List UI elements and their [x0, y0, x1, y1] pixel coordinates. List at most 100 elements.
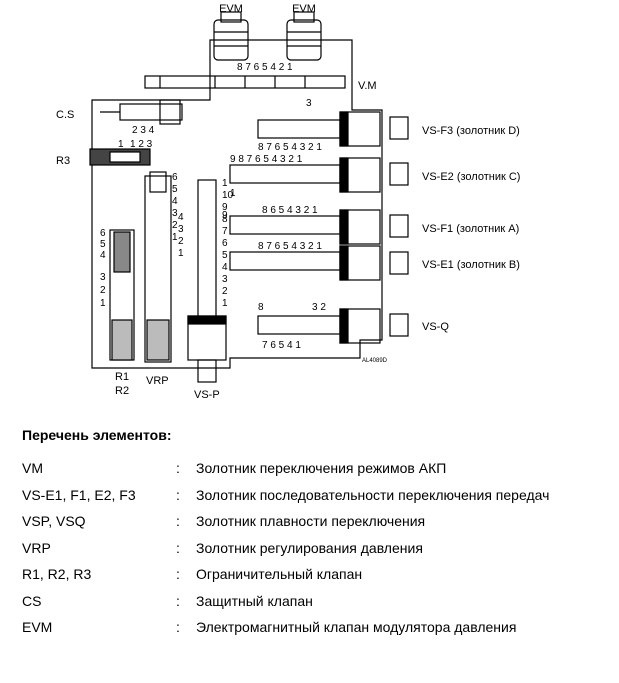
vse2-port-1: 1 — [230, 188, 236, 199]
vsp-stack-number-7: 4 — [222, 262, 228, 273]
cs-port-numbers: 2 3 4 — [132, 125, 155, 136]
legend-description: Ограничительный клапан — [196, 566, 363, 583]
vrp-valve — [144, 171, 172, 363]
legend-separator: : — [176, 566, 180, 583]
legend-separator: : — [176, 460, 180, 477]
legend-description: Золотник переключения режимов АКП — [196, 460, 447, 477]
legend-row: EVM: Электромагнитный клапан модулятора д… — [22, 614, 612, 641]
vrp-stack-number-0: 6 — [172, 172, 178, 183]
r3-label: R3 — [56, 155, 70, 167]
vse2-spool — [229, 157, 409, 193]
r-stack-lower-number-1: 2 — [100, 285, 106, 296]
vsq-label: VS-Q — [422, 321, 449, 333]
r3-port-numbers: 1 2 3 — [130, 139, 153, 150]
legend-abbr: VS-E1, F1, E2, F3 — [22, 486, 136, 503]
r1-r2-valve — [109, 229, 135, 361]
r-stack-lower-numbers: 3 2 1 — [100, 272, 106, 309]
cs-valve — [100, 99, 183, 125]
vsf1-port-9: 9 — [222, 210, 228, 221]
vrp-stack-number-4: 2 — [172, 220, 178, 231]
valve-body-diagram: EVM EVM V.M C.S R3 R1 R2 VRP VS-P VS-F3 … — [56, 3, 520, 401]
vrp-side-number-2: 2 — [178, 236, 184, 247]
vse2-port-numbers: 9 8 7 6 5 4 3 2 1 — [230, 154, 303, 165]
r-stack-upper-number-0: 6 — [100, 228, 106, 239]
r-stack-lower-number-0: 3 — [100, 272, 106, 283]
vsf1-spool — [229, 209, 409, 245]
legend-description: Золотник последовательности переключения… — [196, 486, 550, 503]
r-stack-upper-numbers: 654 — [100, 228, 106, 261]
legend-abbr: VRP — [22, 539, 51, 556]
vse1-label: VS-E1 (золотник B) — [422, 259, 520, 271]
evm-left-label: EVM — [219, 3, 243, 15]
legend-separator: : — [176, 619, 180, 636]
legend-description: Золотник регулирования давления — [196, 539, 423, 556]
vsq-spool — [257, 308, 409, 344]
vm-spool — [144, 75, 346, 89]
legend-row: VSP, VSQ:Золотник плавности переключения — [22, 508, 612, 535]
cs-port-1: 1 — [118, 139, 124, 150]
vm-port-3: 3 — [306, 98, 312, 109]
vsf3-label: VS-F3 (золотник D) — [422, 125, 520, 137]
legend-row: CS:Защитный клапан — [22, 588, 612, 615]
r3-valve — [89, 148, 151, 166]
vse1-port-numbers: 8 7 6 5 4 3 2 1 — [258, 241, 322, 252]
list-title: Перечень элементов: — [22, 427, 172, 443]
vse1-spool — [229, 245, 409, 281]
r-stack-upper-number-2: 4 — [100, 250, 106, 261]
legend-abbr: R1, R2, R3 — [22, 566, 92, 583]
drawing-code: AL4089D — [362, 358, 388, 364]
legend-description: Золотник плавности переключения — [196, 513, 426, 530]
vsp-stack-number-1: 10 — [222, 190, 234, 201]
vrp-side-number-1: 3 — [178, 224, 184, 235]
legend-separator: : — [176, 486, 180, 503]
vsq-port-3-2: 3 2 — [312, 302, 326, 313]
legend-description: Электромагнитный клапан модулятора давле… — [196, 619, 517, 636]
vsq-port-8: 8 — [258, 302, 264, 313]
valve-body-outline — [91, 39, 383, 369]
vsq-port-numbers: 7 6 5 4 1 — [262, 340, 301, 351]
evm-right-solenoid — [286, 11, 322, 61]
vsp-stack-number-5: 6 — [222, 238, 228, 249]
legend-separator: : — [176, 539, 180, 556]
vrp-stack-number-2: 4 — [172, 196, 178, 207]
legend-abbr: CS — [22, 592, 42, 609]
vsf3-spool — [257, 111, 409, 147]
vrp-side-number-0: 4 — [178, 212, 184, 223]
cs-label: C.S — [56, 109, 74, 121]
legend-abbr: VM — [22, 460, 43, 477]
vsp-label: VS-P — [194, 389, 220, 401]
legend-abbr: VSP, VSQ — [22, 513, 86, 530]
vsp-stack-number-6: 5 — [222, 250, 228, 261]
legend-row: VRP: Золотник регулирования давления — [22, 535, 612, 562]
vsp-stack-number-9: 2 — [222, 286, 228, 297]
vm-label: V.M — [358, 80, 377, 92]
legend-separator: : — [176, 592, 180, 609]
vrp-stack-number-3: 3 — [172, 208, 178, 219]
vsp-stack-number-2: 9 — [222, 202, 228, 213]
vrp-stack-number-1: 5 — [172, 184, 178, 195]
r1-label: R1 — [115, 371, 129, 383]
vse2-label: VS-E2 (золотник C) — [422, 171, 520, 183]
vsf1-label: VS-F1 (золотник A) — [422, 223, 519, 235]
vrp-label: VRP — [146, 375, 169, 387]
legend-abbr: EVM — [22, 619, 53, 636]
vm-port-numbers: 8 7 6 5 4 2 1 — [237, 62, 293, 73]
legend-row: R1, R2, R3: Ограничительный клапан — [22, 561, 612, 588]
vrp-side-number-3: 1 — [178, 248, 184, 259]
vsf3-port-numbers: 8 7 6 5 4 3 2 1 — [258, 142, 322, 153]
r-stack-lower-number-2: 1 — [100, 298, 106, 309]
vsp-valve — [187, 179, 227, 383]
vsp-stack-number-0: 1 — [222, 178, 228, 189]
evm-right-label: EVM — [292, 3, 316, 15]
vsp-stack-number-3: 8 — [222, 214, 228, 225]
evm-left-solenoid — [213, 11, 249, 61]
r2-label: R2 — [115, 385, 129, 397]
legend-row: VS-E1, F1, E2, F3: Золотник последователь… — [22, 482, 612, 509]
legend-table: VM: Золотник переключения режимов АКП VS-E… — [22, 455, 612, 641]
vrp-stack-number-5: 1 — [172, 232, 178, 243]
vsf1-port-numbers: 8 6 5 4 3 2 1 — [262, 205, 318, 216]
vsp-stack-number-10: 1 — [222, 298, 228, 309]
